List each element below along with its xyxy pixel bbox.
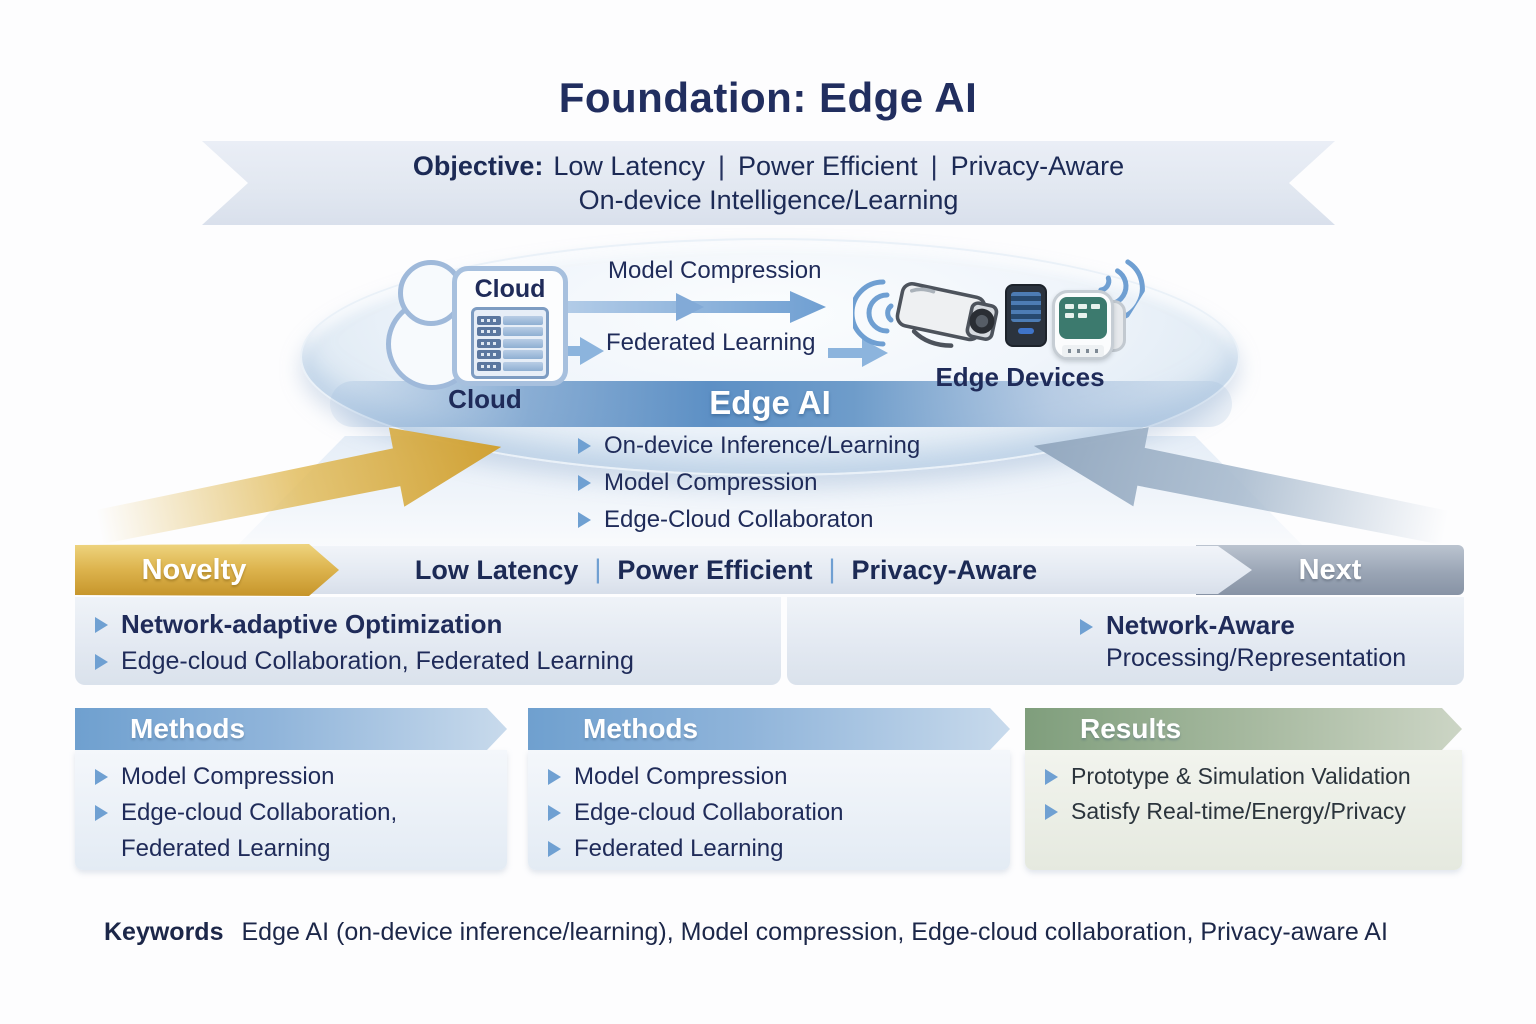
list-item-label: Model Compression	[574, 763, 788, 790]
bullet-triangle-icon	[1045, 768, 1058, 785]
list-item: Network-adaptive Optimization	[95, 609, 781, 640]
keywords-text: Edge AI (on-device inference/learning), …	[241, 918, 1388, 946]
bullet-triangle-icon	[1080, 619, 1093, 635]
list-item-label: Model Compression	[121, 763, 335, 790]
key-features-bar: Low Latency | Power Efficient | Privacy-Awar…	[300, 546, 1252, 594]
list-item: Prototype & Simulation Validation	[1045, 763, 1462, 790]
list-item-label: Edge-cloud Collaboration, Federated Lear…	[121, 647, 634, 675]
list-item: Model Compression	[578, 469, 920, 497]
bullet-triangle-icon	[578, 438, 591, 454]
box-header: Methods	[75, 708, 507, 750]
objective-segment: Power Efficient	[738, 150, 918, 181]
list-item: Satisfy Real-time/Energy/Privacy	[1045, 798, 1462, 825]
objective-segment: Privacy-Aware	[950, 150, 1125, 181]
edge-ai-feature-list: On-device Inference/Learning Model Compr…	[578, 432, 920, 534]
list-item: Edge-cloud Collaboration, Federated Lear…	[95, 647, 781, 676]
feature-segment: Low Latency	[414, 554, 579, 585]
box-header: Results	[1025, 708, 1462, 750]
bullet-triangle-icon	[95, 616, 108, 633]
next-bullet-line1: Network-Aware	[1106, 610, 1295, 640]
bullet-triangle-icon	[578, 512, 591, 528]
box-body: Model Compression Edge-cloud Collaborati…	[528, 750, 1010, 870]
list-item-label: Network-adaptive Optimization	[121, 609, 503, 639]
separator: |	[594, 553, 602, 584]
federated-learning-label: Federated Learning	[606, 329, 816, 356]
bullet-triangle-icon	[95, 769, 108, 785]
bullet-triangle-icon	[578, 475, 591, 491]
objective-line2: On-device Intelligence/Learning	[578, 184, 959, 215]
feature-segment: Privacy-Aware	[851, 554, 1038, 585]
edge-ai-band-label: Edge AI	[709, 384, 831, 421]
list-item-label: Model Compression	[604, 469, 818, 496]
results-box: Results Prototype & Simulation Validatio…	[1025, 708, 1462, 870]
list-item-label: Satisfy Real-time/Energy/Privacy	[1071, 798, 1406, 824]
keywords-label: Keywords	[104, 918, 224, 946]
wifi-icon	[853, 279, 894, 347]
methods-box-1: Methods Model Compression Edge-cloud Col…	[75, 708, 507, 870]
separator: |	[930, 150, 938, 181]
next-panel: Network-Aware Processing/Representation	[787, 597, 1464, 685]
page-title: Foundation: Edge AI	[558, 74, 978, 121]
cloud-card-title: Cloud	[474, 275, 546, 303]
list-item: Edge-Cloud Collaboraton	[578, 506, 920, 534]
list-item: Model Compression	[95, 763, 507, 791]
list-item: Federated Learning	[95, 835, 507, 863]
list-item-label: Edge-cloud Collaboration,	[121, 799, 398, 826]
separator: |	[828, 553, 836, 584]
next-bullet-line2: Processing/Representation	[1106, 644, 1407, 672]
next-banner-label: Next	[1298, 553, 1362, 586]
edge-ai-band	[330, 381, 1232, 427]
feature-segment: Power Efficient	[617, 554, 813, 585]
list-item: Edge-cloud Collaboration	[548, 799, 1010, 827]
list-item: Model Compression	[548, 763, 1010, 791]
list-item-label: Federated Learning	[121, 835, 331, 862]
objective-label: Objective:	[412, 150, 544, 181]
list-item: On-device Inference/Learning	[578, 432, 920, 460]
bullet-triangle-icon	[1045, 803, 1058, 820]
bullet-triangle-icon	[548, 769, 561, 785]
list-item-label: On-device Inference/Learning	[604, 432, 921, 459]
methods-box-2: Methods Model Compression Edge-cloud Col…	[528, 708, 1010, 870]
edge-devices-caption: Edge Devices	[935, 362, 1105, 392]
model-compression-label: Model Compression	[608, 257, 822, 284]
list-item-label: Prototype & Simulation Validation	[1071, 763, 1411, 789]
cloud-card: Cloud	[452, 266, 568, 386]
list-item: Network-Aware Processing/Representation	[1080, 610, 1406, 673]
list-item-label: Network-Aware Processing/Representation	[1106, 610, 1406, 673]
separator: |	[717, 150, 725, 181]
list-item-label: Federated Learning	[574, 835, 784, 862]
model-compression-arrow-icon	[558, 291, 826, 323]
list-item-label: Edge-cloud Collaboration	[574, 799, 844, 826]
bullet-triangle-icon	[95, 653, 108, 670]
server-rack-icon	[471, 307, 549, 379]
list-item-label: Edge-Cloud Collaboraton	[604, 506, 874, 533]
list-item: Edge-cloud Collaboration,	[95, 799, 507, 827]
objective-banner: Objective: Low Latency | Power Efficient | Pr…	[202, 141, 1335, 225]
novelty-panel: Network-adaptive Optimization Edge-cloud…	[75, 597, 781, 685]
box-body: Prototype & Simulation Validation Satisf…	[1025, 750, 1462, 870]
cloud-caption: Cloud	[448, 384, 522, 414]
objective-segment: Low Latency	[553, 150, 705, 181]
camera-icon	[895, 281, 999, 348]
federated-learning-arrow-icon	[556, 337, 604, 365]
bullet-triangle-icon	[548, 841, 561, 857]
novelty-banner-label: Novelty	[141, 553, 247, 586]
keywords-line: Keywords Edge AI (on-device inference/lea…	[104, 918, 1388, 947]
wearable-device-icon	[1052, 290, 1126, 362]
objective-line1: Objective: Low Latency | Power Efficient | Pr…	[413, 151, 1124, 182]
smartphone-icon	[1005, 284, 1047, 347]
novelty-banner: Novelty	[75, 544, 339, 596]
bullet-triangle-icon	[95, 805, 108, 821]
box-header: Methods	[528, 708, 1010, 750]
box-body: Model Compression Edge-cloud Collaborati…	[75, 750, 507, 870]
list-item: Federated Learning	[548, 835, 1010, 863]
bullet-triangle-icon	[548, 805, 561, 821]
federated-learning-arrow-icon	[828, 339, 888, 367]
